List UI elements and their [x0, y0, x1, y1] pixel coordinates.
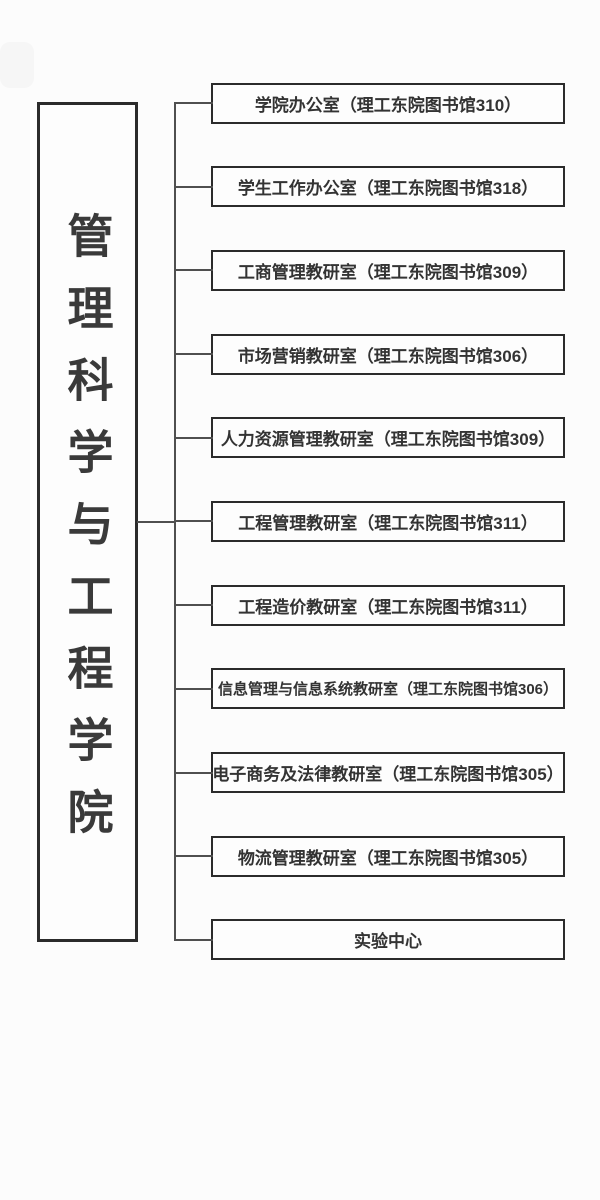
org-unit-label: 工程造价教研室（理工东院图书馆311） — [238, 597, 538, 617]
org-unit-box: 学生工作办公室（理工东院图书馆318） — [211, 166, 565, 208]
org-unit-box: 物流管理教研室（理工东院图书馆305） — [211, 835, 565, 877]
root-connector-line — [137, 520, 176, 523]
scan-artifact — [0, 42, 34, 88]
org-unit-label: 市场营销教研室（理工东院图书馆306） — [237, 346, 539, 366]
org-unit-box: 电子商务及法律教研室（理工东院图书馆305） — [211, 752, 565, 793]
org-unit-label: 信息管理与信息系统教研室（理工东院图书馆306） — [217, 681, 559, 699]
org-unit-label: 电子商务及法律教研室（理工东院图书馆305） — [212, 765, 564, 784]
org-unit-label: 学生工作办公室（理工东院图书馆318） — [237, 179, 539, 199]
org-unit-box: 实验中心 — [211, 919, 565, 961]
org-unit-box: 工商管理教研室（理工东院图书馆309） — [211, 249, 565, 291]
org-unit-label: 工程管理教研室（理工东院图书馆311） — [238, 513, 538, 533]
root-node-box: 管理科学与工程学院 — [37, 102, 138, 942]
org-unit-box: 工程管理教研室（理工东院图书馆311） — [211, 500, 565, 542]
org-unit-label: 工商管理教研室（理工东院图书馆309） — [237, 262, 539, 282]
org-unit-label: 物流管理教研室（理工东院图书馆305） — [237, 848, 539, 868]
unit-list: 学院办公室（理工东院图书馆310） 学生工作办公室（理工东院图书馆318） 工商… — [211, 82, 565, 961]
org-unit-box: 学院办公室（理工东院图书馆310） — [211, 82, 565, 124]
org-unit-label: 学院办公室（理工东院图书馆310） — [254, 95, 522, 115]
org-unit-box: 工程造价教研室（理工东院图书馆311） — [211, 584, 565, 626]
org-unit-box: 人力资源管理教研室（理工东院图书馆309） — [211, 417, 565, 459]
org-unit-box: 信息管理与信息系统教研室（理工东院图书馆306） — [211, 668, 565, 710]
org-unit-label: 人力资源管理教研室（理工东院图书馆309） — [220, 430, 556, 450]
org-unit-label: 实验中心 — [354, 932, 422, 952]
root-node-label: 管理科学与工程学院 — [61, 212, 114, 860]
org-unit-box: 市场营销教研室（理工东院图书馆306） — [211, 333, 565, 375]
